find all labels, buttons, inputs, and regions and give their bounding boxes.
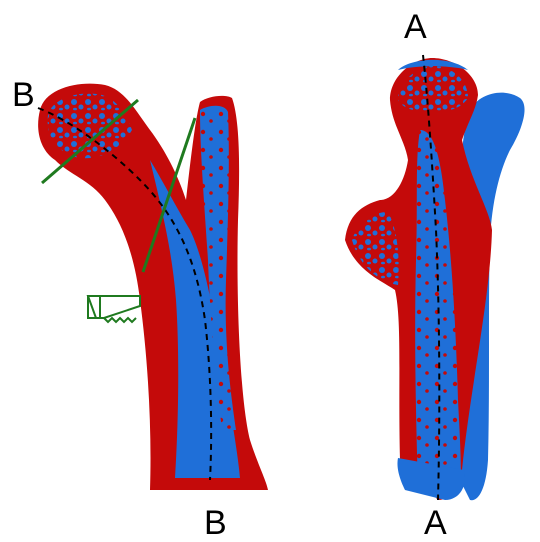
label-b-top: B	[12, 78, 35, 112]
label-a-top: A	[404, 10, 427, 44]
label-a-bottom: A	[424, 506, 447, 540]
saw-icon	[88, 296, 140, 322]
femur-section-b	[38, 84, 268, 490]
femur-section-a	[345, 55, 525, 500]
label-b-bottom: B	[204, 506, 227, 540]
